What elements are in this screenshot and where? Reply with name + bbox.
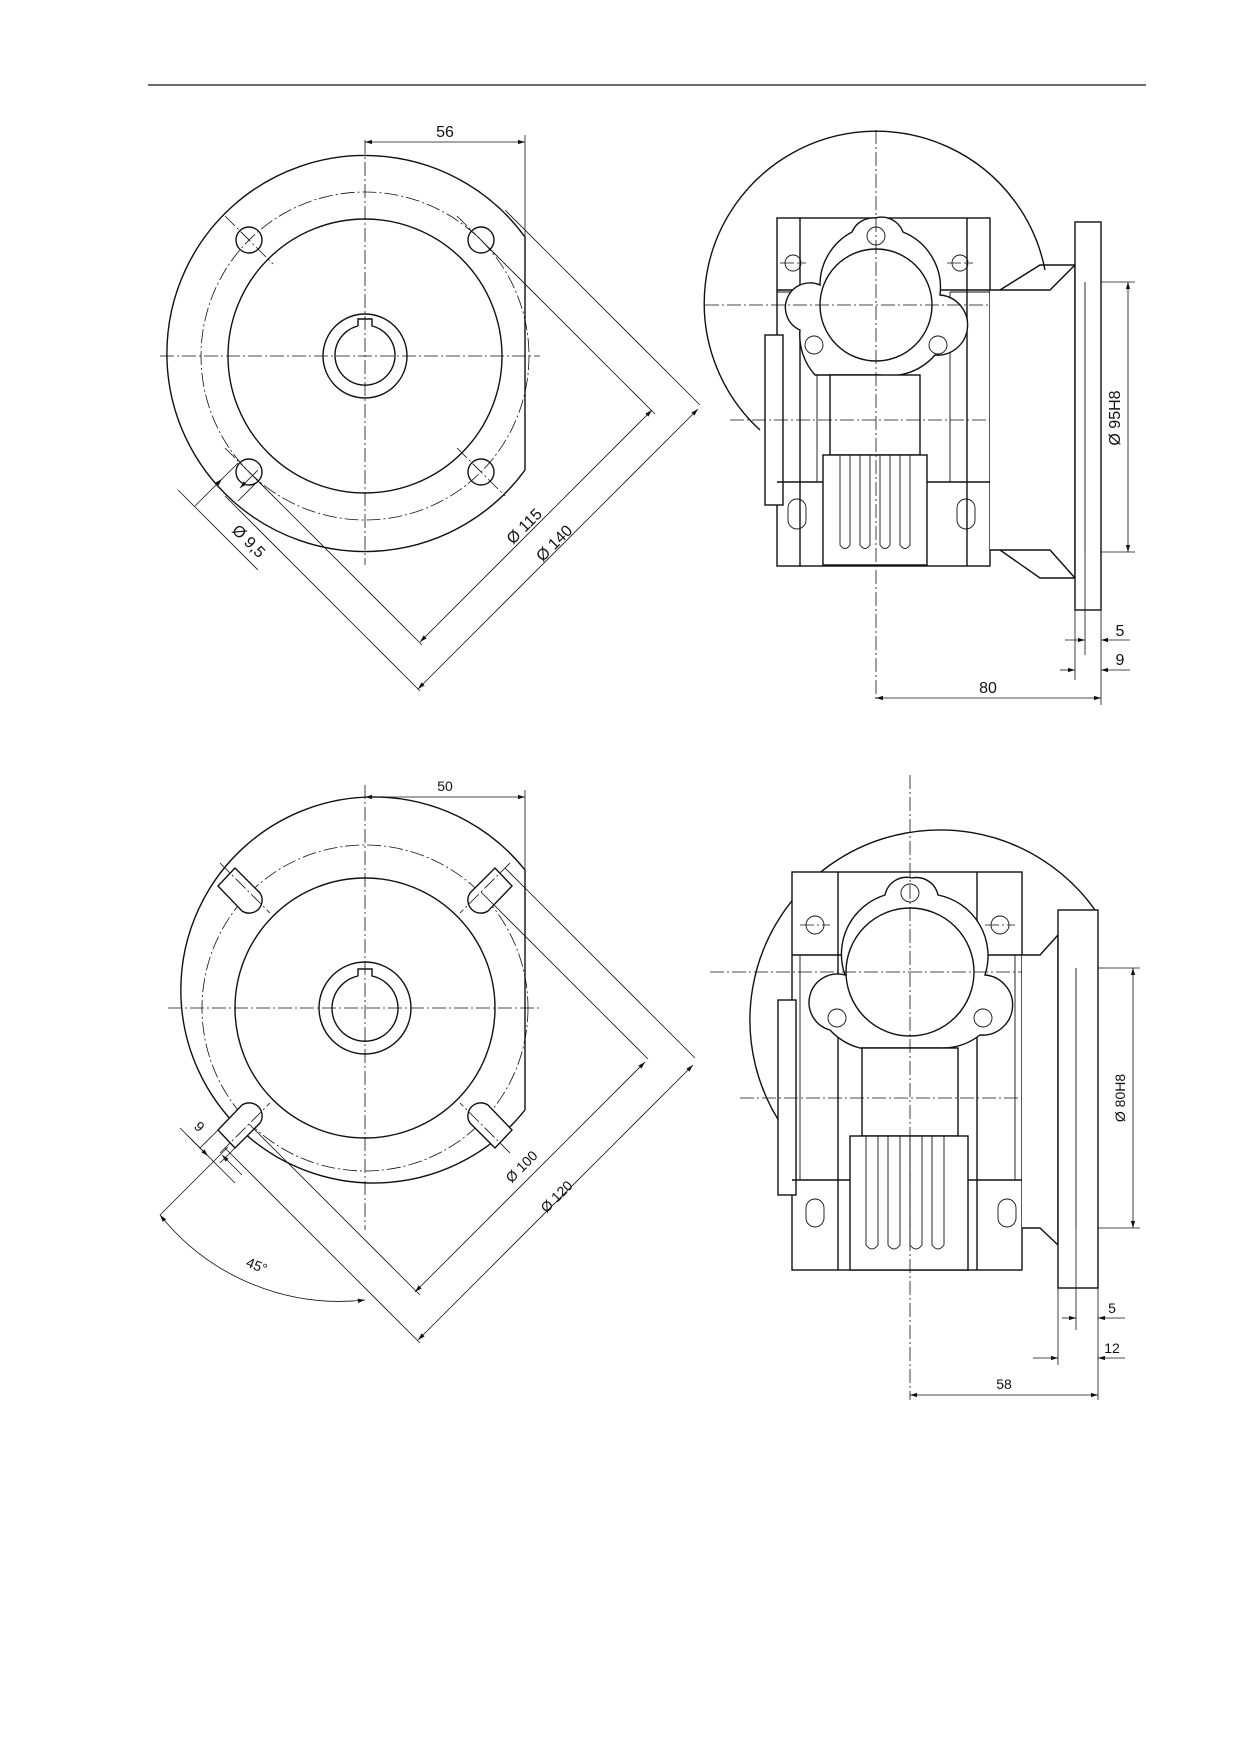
dim-offset: 56	[436, 124, 454, 141]
bore-keyway	[331, 968, 399, 1042]
dim-slot-width: 9	[191, 1118, 208, 1135]
adapter-cone	[1022, 933, 1059, 1247]
bore-keyway	[334, 318, 396, 386]
bolt-hole	[235, 226, 263, 254]
dim-outer-dia: Ø 120	[537, 1177, 575, 1215]
dim-angle: 45°	[244, 1254, 270, 1277]
flange-outline	[166, 154, 526, 553]
dim-flange-thickness: 9	[1116, 652, 1125, 669]
worm-shaft-housing	[829, 374, 921, 456]
dim-bolt-circle: Ø 115	[504, 506, 546, 548]
flange-front-view-bottom: 50 Ø 100 Ø 120 9 45°	[159, 778, 696, 1344]
dim-spigot-depth: 5	[1116, 623, 1125, 640]
dim-length: 80	[979, 680, 997, 697]
flange-front-view-top: 56 Ø 115 Ø 140 Ø 9,5	[160, 124, 701, 692]
dim-outer-dia: Ø 140	[533, 522, 576, 565]
dim-spigot: Ø 80H8	[1112, 1074, 1128, 1122]
bolt-hole	[467, 226, 495, 254]
input-flange-disc	[1074, 221, 1102, 611]
bolt-hole	[235, 458, 263, 486]
gearbox-side-view-bottom: Ø 80H8 5 12 58	[710, 775, 1140, 1400]
dim-spigot: Ø 95H8	[1107, 390, 1124, 445]
wheel-outline	[703, 130, 1046, 431]
cooling-fins	[839, 455, 911, 549]
dim-bolt-circle: Ø 100	[502, 1147, 540, 1185]
gearbox-side-view-top: Ø 95H8 5 9 80	[703, 130, 1135, 705]
dim-hole-dia: Ø 9,5	[228, 522, 268, 562]
dim-length: 58	[996, 1376, 1012, 1392]
adapter-cone	[990, 263, 1076, 580]
dim-offset: 50	[437, 778, 453, 794]
dim-spigot-depth: 5	[1108, 1300, 1116, 1316]
wheel-outline	[749, 829, 1096, 1131]
input-flange-disc	[1057, 909, 1099, 1289]
dim-flange-thickness: 12	[1104, 1340, 1120, 1356]
